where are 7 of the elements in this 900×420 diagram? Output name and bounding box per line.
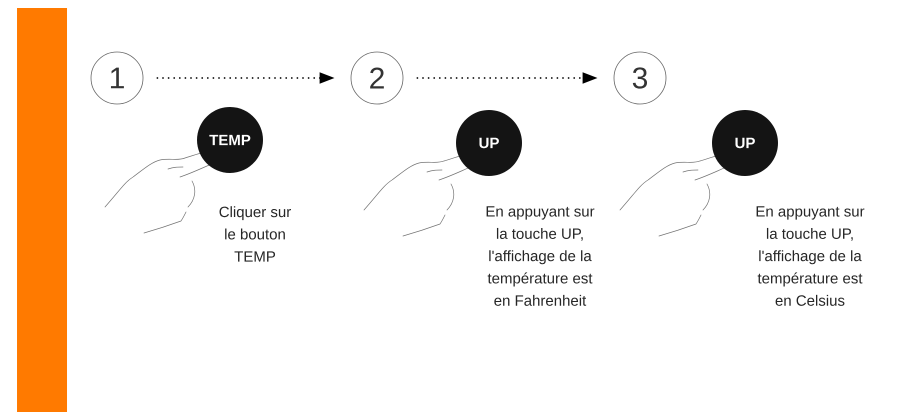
round-button: TEMP [197,107,263,173]
step-description: Cliquer sur le bouton TEMP [220,206,291,262]
round-button: UP [456,110,522,176]
step-description: En appuyant sur la touche UP, l'affichage de la température est en Fahrenheit [486,206,594,306]
step-description: En appuyant sur la touche UP, l'affichage de la température est en Celsius [756,206,864,306]
round-button: UP [712,110,778,176]
side-bar [17,8,68,412]
